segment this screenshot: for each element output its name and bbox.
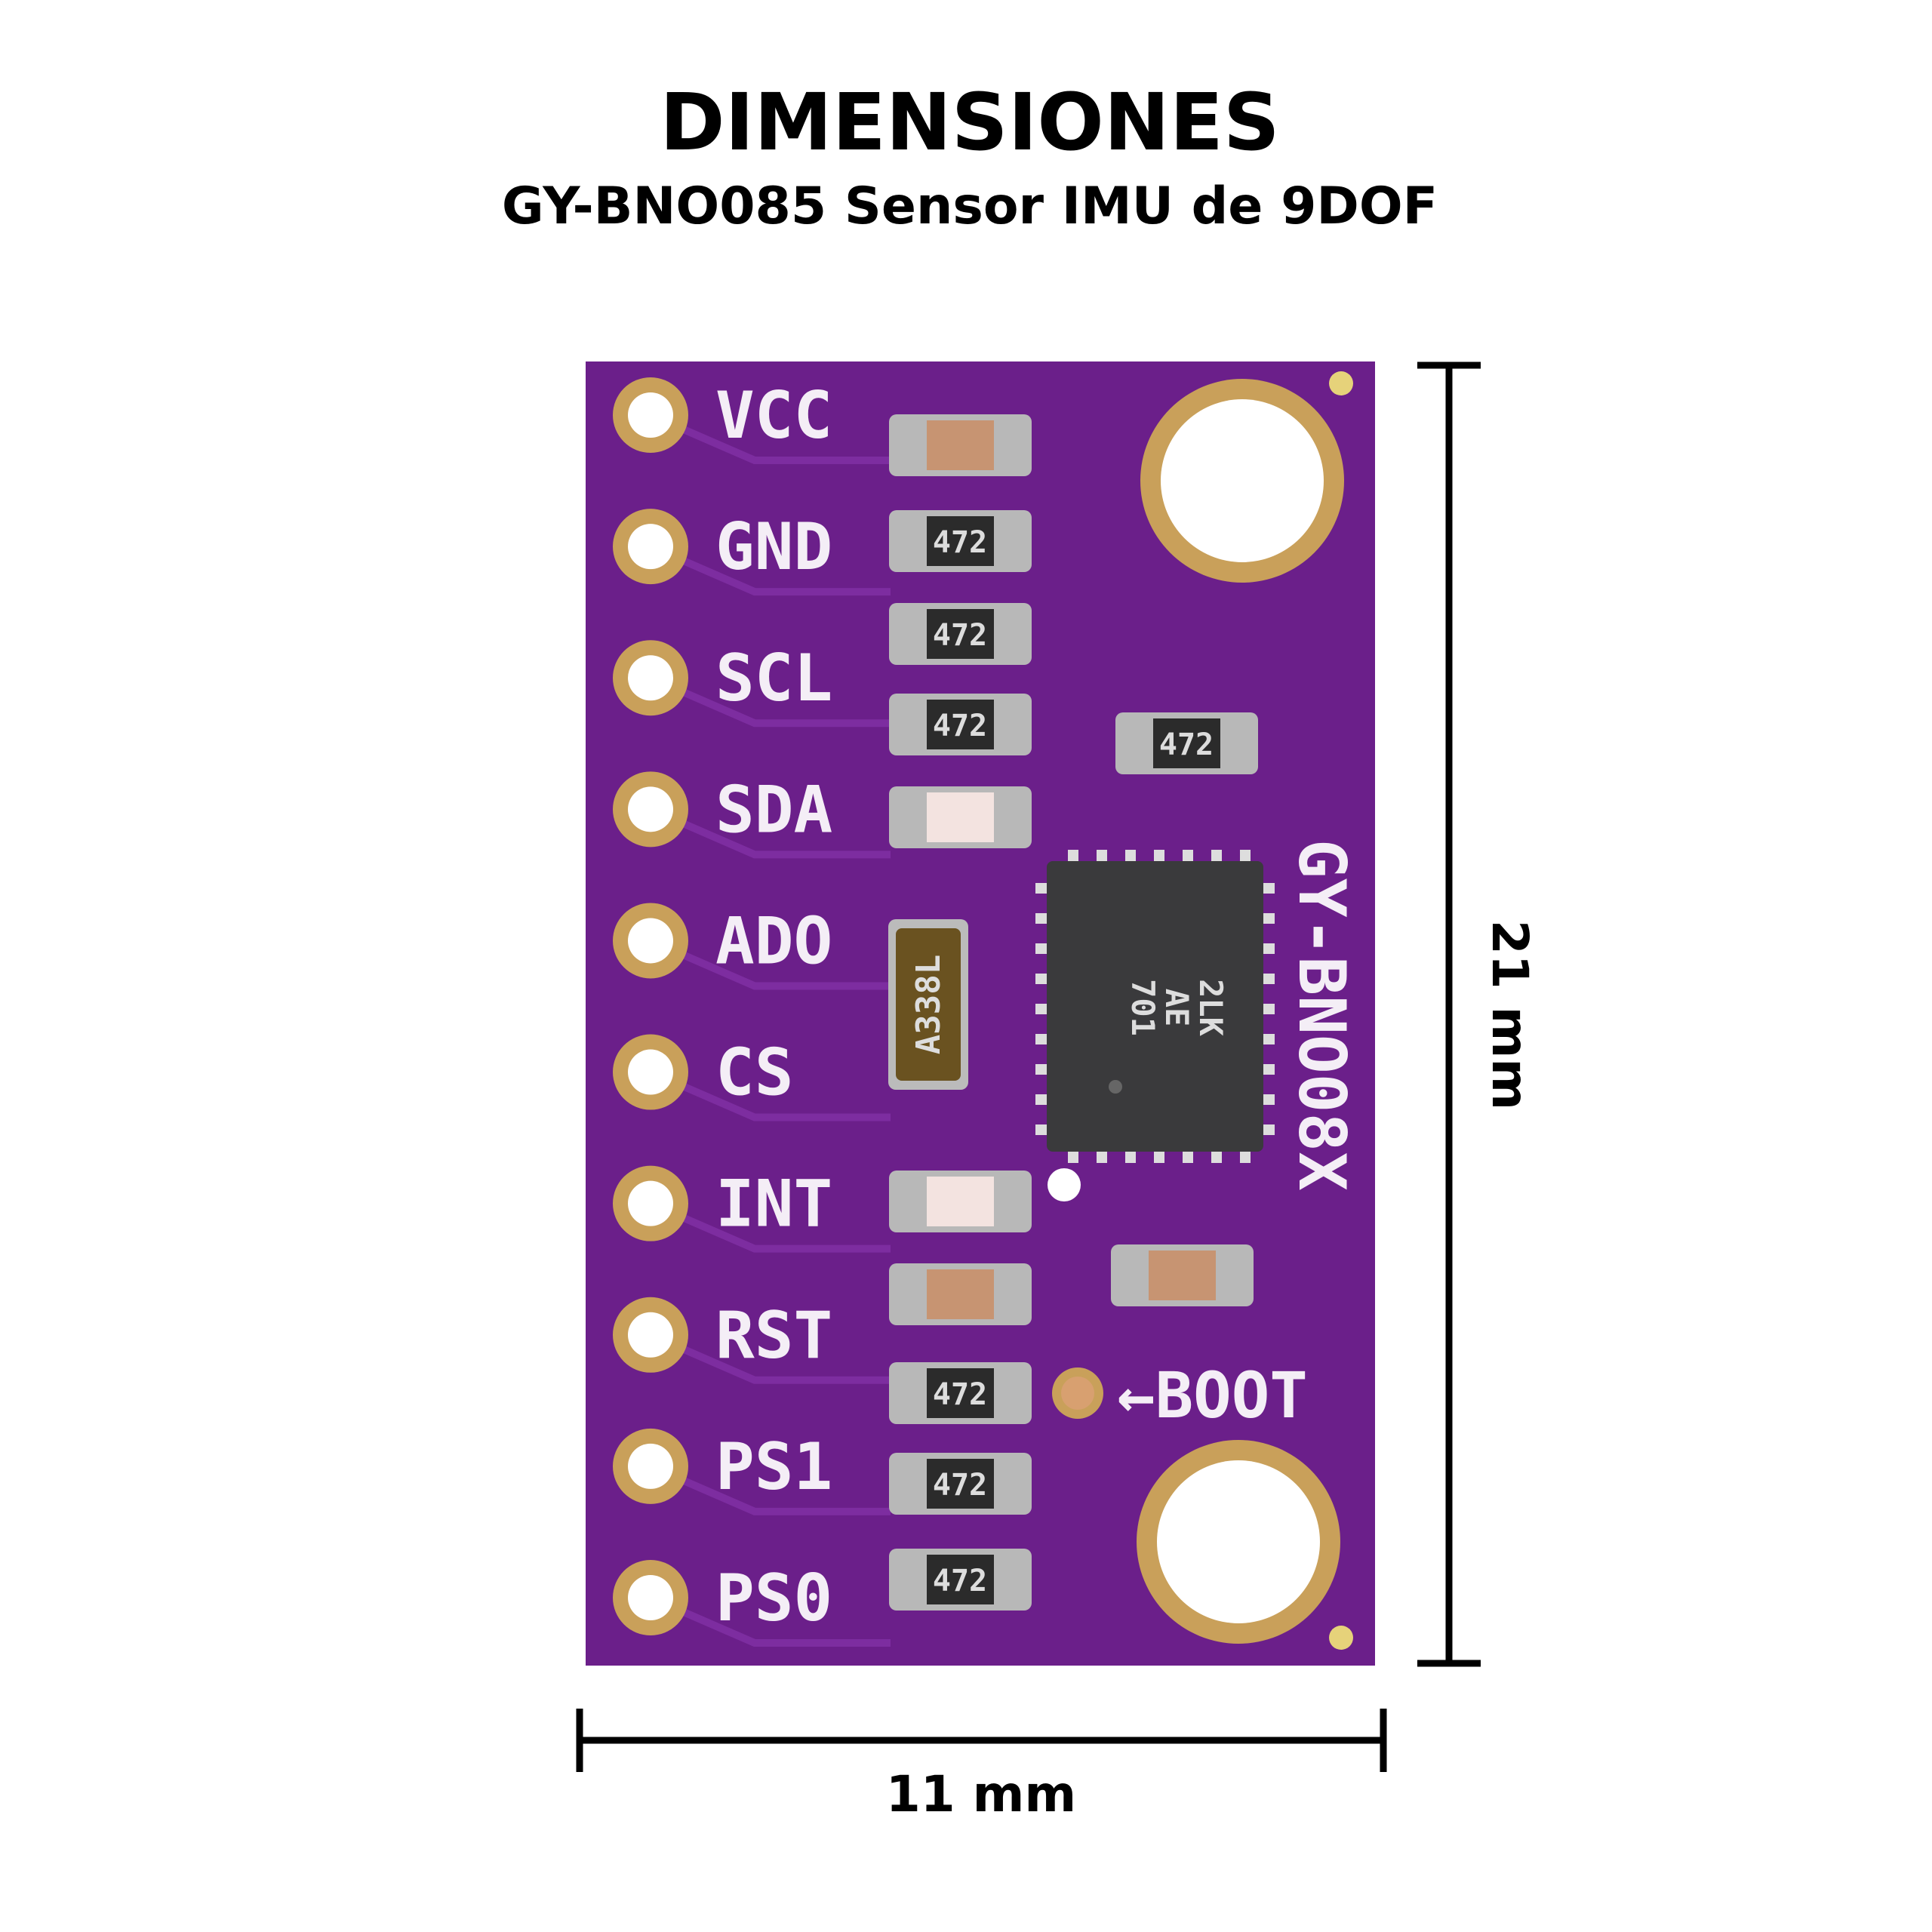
resistor-marking: 472 (933, 709, 987, 743)
resistor-marking: 472 (933, 525, 987, 560)
mounting-hole-bottom (1137, 1440, 1340, 1644)
imu-chip: 701 AE 2LK (1035, 850, 1275, 1201)
mounting-hole-top (1140, 379, 1344, 583)
pin-label: INT (715, 1167, 832, 1242)
resistor-marking: 472 (933, 618, 987, 653)
pin-vcc: VCC (613, 377, 832, 454)
resistor: 472 (1115, 712, 1258, 774)
resistor-marking: 472 (933, 1377, 987, 1412)
capacitor (889, 1263, 1032, 1325)
resistor: 472 (889, 1362, 1032, 1424)
pin-label: CS (715, 1035, 794, 1111)
pin-label: GND (715, 509, 832, 585)
pin-label: PS1 (715, 1429, 832, 1505)
crystal-component: A338L (888, 919, 968, 1090)
resistor-marking: 472 (933, 1468, 987, 1503)
capacitor (1111, 1244, 1254, 1306)
pin-label: ADO (715, 903, 832, 979)
width-label: 11 mm (886, 1765, 1076, 1823)
width-dimension (576, 1709, 1387, 1772)
boot-pad (1052, 1367, 1103, 1419)
resistor: 472 (889, 1453, 1032, 1515)
pcb-traces (649, 411, 891, 1647)
pin-label: PS0 (715, 1561, 832, 1636)
pin-cs: CS (613, 1034, 794, 1111)
resistor-marking: 472 (933, 1564, 987, 1598)
page-title: DIMENSIONES (660, 76, 1280, 168)
resistor: 472 (889, 694, 1032, 755)
height-dimension (1417, 361, 1481, 1667)
pin-scl: SCL (613, 640, 832, 716)
pin-ps1: PS1 (613, 1428, 832, 1505)
resistor: 472 (889, 603, 1032, 665)
pin-int: INT (613, 1165, 832, 1242)
crystal-marking: A338L (909, 955, 948, 1054)
components: 472 472 472 472 472 472 472 (889, 414, 1258, 1611)
pin-label: SDA (715, 772, 832, 848)
pin-ps0: PS0 (613, 1560, 832, 1636)
chip-marking-line2: AE (1158, 989, 1195, 1027)
pin-sda: SDA (613, 771, 832, 848)
height-label: 21 mm (1481, 920, 1539, 1110)
chip-marking-line1: 701 (1124, 979, 1161, 1036)
board-model-label: GY-BNO08X (1284, 839, 1359, 1191)
pin-label: SCL (715, 641, 832, 716)
resistor: 472 (889, 1549, 1032, 1611)
page-subtitle: GY-BNO085 Sensor IMU de 9DOF (502, 177, 1438, 236)
boot-label: ←BOOT (1117, 1358, 1308, 1432)
capacitor (889, 1171, 1032, 1232)
resistor-marking: 472 (1159, 728, 1214, 762)
pin-label: VCC (715, 378, 832, 454)
pin-rst: RST (613, 1297, 832, 1374)
pin-ado: ADO (613, 903, 832, 979)
capacitor (889, 786, 1032, 848)
pin-label: RST (715, 1298, 832, 1374)
chip-marking-line3: 2LK (1192, 979, 1229, 1037)
pin1-marker (1048, 1168, 1081, 1201)
pin-gnd: GND (613, 509, 832, 585)
capacitor (889, 414, 1032, 476)
resistor: 472 (889, 510, 1032, 572)
